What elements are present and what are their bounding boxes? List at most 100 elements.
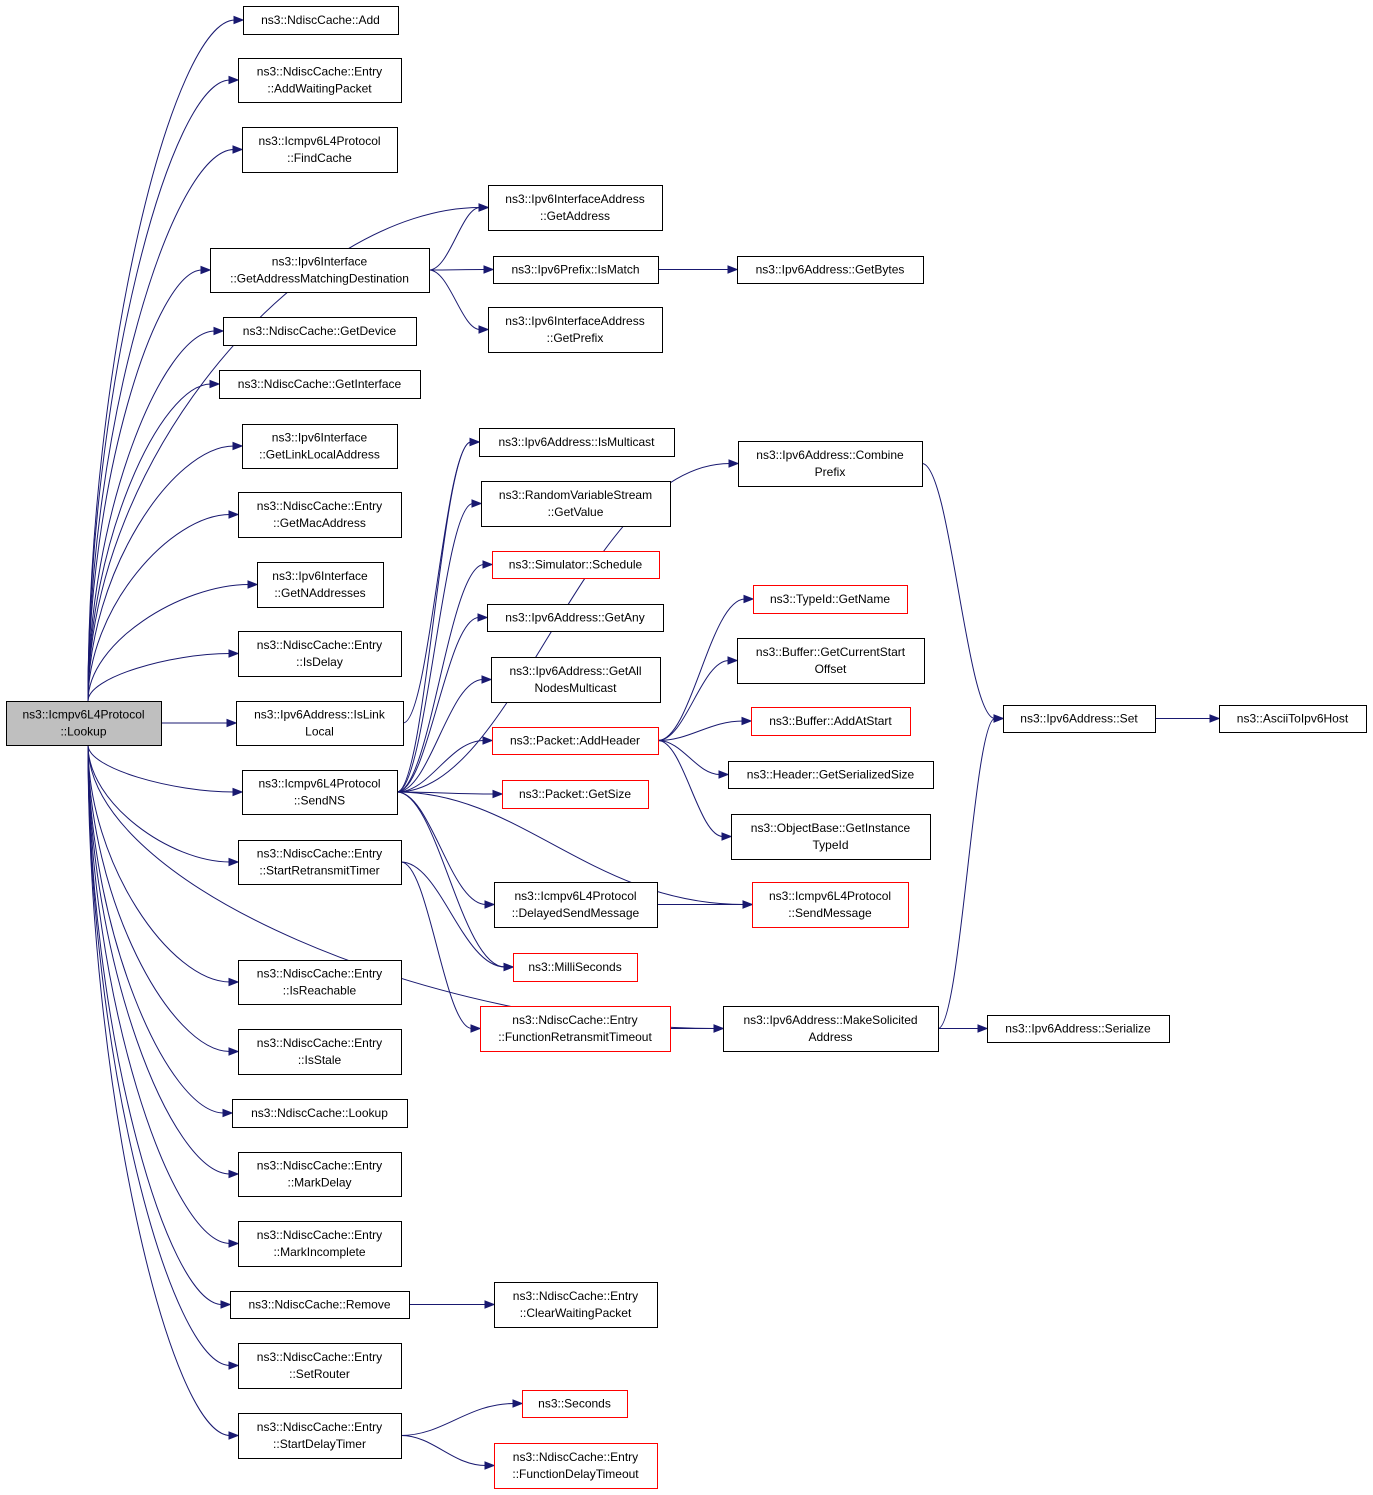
node-box — [238, 1343, 402, 1389]
node-milliseconds[interactable]: ns3::MilliSeconds — [513, 953, 638, 982]
edge-arrowhead — [718, 770, 730, 779]
node-entry-markdelay[interactable]: ns3::NdiscCache::Entry::MarkDelay — [238, 1152, 402, 1197]
edge-arrowhead — [471, 499, 483, 508]
edge-line — [87, 207, 481, 702]
node-label-line: Local — [305, 725, 334, 739]
call-edge-lookup_root-to-entry_isdelay — [87, 649, 240, 702]
edge-arrowhead — [228, 510, 240, 519]
call-edge-lookup_root-to-addr_islinklocal — [161, 718, 238, 728]
edge-arrowhead — [228, 1169, 240, 1179]
node-iface-getaddrmatch[interactable]: ns3::Ipv6Interface::GetAddressMatchingDe… — [210, 248, 430, 293]
node-entry-isdelay[interactable]: ns3::NdiscCache::Entry::IsDelay — [238, 631, 402, 677]
node-icmp-findcache[interactable]: ns3::Icmpv6L4Protocol::FindCache — [242, 127, 398, 173]
node-entry-getmac[interactable]: ns3::NdiscCache::Entry::GetMacAddress — [238, 492, 402, 538]
call-edge-lookup_root-to-iface_getlinklocal — [87, 441, 244, 702]
node-label-line: ::GetMacAddress — [273, 516, 366, 530]
node-ascii-toipv6host[interactable]: ns3::AsciiToIpv6Host — [1219, 705, 1367, 733]
node-sim-schedule[interactable]: ns3::Simulator::Schedule — [492, 551, 660, 579]
node-entry-functiondelay[interactable]: ns3::NdiscCache::Entry::FunctionDelayTim… — [494, 1443, 658, 1489]
node-label-line: ns3::NdiscCache::Entry — [257, 65, 382, 79]
node-addr-set[interactable]: ns3::Ipv6Address::Set — [1003, 705, 1156, 733]
node-entry-isreachable[interactable]: ns3::NdiscCache::Entry::IsReachable — [238, 960, 402, 1005]
node-box — [491, 657, 661, 703]
node-entry-markincomplete[interactable]: ns3::NdiscCache::Entry::MarkIncomplete — [238, 1221, 402, 1267]
edge-line — [87, 445, 235, 702]
call-edge-lookup_root-to-ndisc_remove — [87, 744, 232, 1309]
node-label-line: ns3::Ipv6Address::Serialize — [1005, 1022, 1151, 1036]
node-prefix-ismatch[interactable]: ns3::Ipv6Prefix::IsMatch — [493, 256, 659, 284]
node-seconds[interactable]: ns3::Seconds — [522, 1390, 628, 1418]
node-entry-isstale[interactable]: ns3::NdiscCache::Entry::IsStale — [238, 1029, 402, 1075]
node-entry-startretransmit[interactable]: ns3::NdiscCache::Entry::StartRetransmitT… — [238, 840, 402, 885]
node-addr-ismulticast[interactable]: ns3::Ipv6Address::IsMulticast — [479, 428, 675, 457]
node-addr-serialize[interactable]: ns3::Ipv6Address::Serialize — [987, 1015, 1170, 1043]
node-iface-getlinklocal[interactable]: ns3::Ipv6Interface::GetLinkLocalAddress — [242, 424, 398, 469]
node-box — [6, 701, 162, 746]
node-box — [238, 631, 402, 677]
call-edge-lookup_root-to-entry_isstale — [87, 744, 240, 1056]
node-box — [232, 1099, 408, 1128]
node-entry-setrouter[interactable]: ns3::NdiscCache::Entry::SetRouter — [238, 1343, 402, 1389]
node-box — [737, 256, 924, 284]
node-ndisc-lookup[interactable]: ns3::NdiscCache::Lookup — [232, 1099, 408, 1128]
node-box — [242, 770, 398, 815]
node-entry-startdelay[interactable]: ns3::NdiscCache::Entry::StartDelayTimer — [238, 1413, 402, 1459]
node-icmp-sendns[interactable]: ns3::Icmpv6L4Protocol::SendNS — [242, 770, 398, 815]
node-box — [236, 701, 404, 746]
node-box — [223, 317, 417, 346]
node-icmp-delayedsend[interactable]: ns3::Icmpv6L4Protocol::DelayedSendMessag… — [494, 882, 658, 928]
node-label-line: ::ClearWaitingPacket — [520, 1306, 632, 1320]
node-ifaddr-getprefix[interactable]: ns3::Ipv6InterfaceAddress::GetPrefix — [488, 307, 663, 353]
node-addr-getbytes[interactable]: ns3::Ipv6Address::GetBytes — [737, 256, 924, 284]
node-entry-clearwaiting[interactable]: ns3::NdiscCache::Entry::ClearWaitingPack… — [494, 1282, 658, 1328]
node-typeid-getname[interactable]: ns3::TypeId::GetName — [753, 585, 908, 614]
node-box — [243, 6, 399, 35]
node-box — [238, 492, 402, 538]
call-edge-addr_makesolicited-to-addr_set — [937, 714, 1005, 1029]
node-ndisc-remove[interactable]: ns3::NdiscCache::Remove — [230, 1291, 410, 1319]
node-ifaddr-getaddress[interactable]: ns3::Ipv6InterfaceAddress::GetAddress — [488, 185, 663, 231]
node-box — [242, 127, 398, 173]
node-ndisc-getinterface[interactable]: ns3::NdiscCache::GetInterface — [219, 370, 421, 399]
call-edge-lookup_root-to-entry_getmac — [87, 510, 240, 702]
node-label-line: ns3::Icmpv6L4Protocol — [258, 777, 380, 791]
node-label-line: ns3::Ipv6Address::MakeSolicited — [743, 1013, 917, 1027]
node-label-line: ::MarkIncomplete — [273, 1245, 365, 1259]
node-box — [238, 960, 402, 1005]
node-entry-addwaitingpacket[interactable]: ns3::NdiscCache::Entry::AddWaitingPacket — [238, 58, 402, 103]
node-lookup-root[interactable]: ns3::Icmpv6L4Protocol::Lookup — [6, 701, 162, 746]
node-box — [492, 551, 660, 579]
node-packet-getsize[interactable]: ns3::Packet::GetSize — [502, 780, 649, 809]
node-box — [492, 727, 659, 755]
call-edge-icmp_sendns-to-packet_getsize — [396, 789, 504, 799]
edge-line — [87, 653, 231, 702]
call-edge-lookup_root-to-entry_setrouter — [87, 744, 240, 1370]
node-label-line: ::GetValue — [548, 505, 604, 519]
node-label-line: ns3::Packet::AddHeader — [510, 734, 640, 748]
node-label-line: ns3::Buffer::AddAtStart — [769, 714, 892, 728]
edge-line — [396, 503, 474, 793]
node-header-getserializedsize[interactable]: ns3::Header::GetSerializedSize — [728, 761, 934, 789]
node-rvs-getvalue[interactable]: ns3::RandomVariableStream::GetValue — [481, 481, 671, 527]
node-label-line: ::GetAddress — [540, 209, 610, 223]
node-label-line: ns3::TypeId::GetName — [770, 592, 890, 606]
edge-arrowhead — [484, 1300, 496, 1309]
node-iface-getnaddresses[interactable]: ns3::Ipv6Interface::GetNAddresses — [257, 562, 384, 608]
node-entry-functionretransmit[interactable]: ns3::NdiscCache::Entry::FunctionRetransm… — [480, 1006, 671, 1052]
node-packet-addheader[interactable]: ns3::Packet::AddHeader — [492, 727, 659, 755]
node-ndisc-getdevice[interactable]: ns3::NdiscCache::GetDevice — [223, 317, 417, 346]
node-box — [257, 562, 384, 608]
call-edge-icmp_sendns-to-rvs_getvalue — [396, 499, 483, 793]
node-label-line: ns3::NdiscCache::Entry — [257, 847, 382, 861]
edge-arrowhead — [481, 675, 493, 684]
node-addr-getany[interactable]: ns3::Ipv6Address::GetAny — [487, 604, 664, 632]
node-buffer-addatstart[interactable]: ns3::Buffer::AddAtStart — [751, 707, 911, 736]
node-icmp-sendmessage[interactable]: ns3::Icmpv6L4Protocol::SendMessage — [752, 882, 909, 928]
node-ndisc-add[interactable]: ns3::NdiscCache::Add — [243, 6, 399, 35]
